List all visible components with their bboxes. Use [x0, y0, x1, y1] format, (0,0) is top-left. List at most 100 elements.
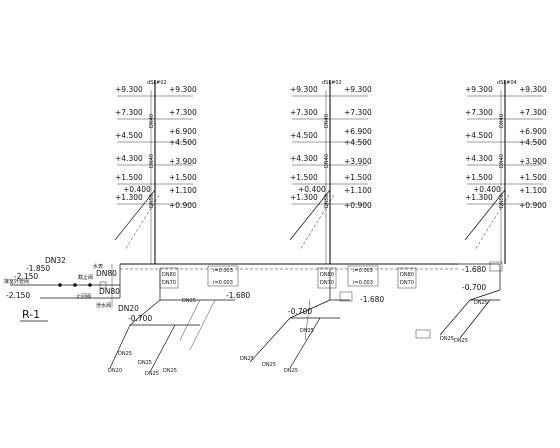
lower-elev: -1.680: [226, 291, 250, 300]
elevation-right: +7.300: [344, 108, 372, 117]
elevation-left: +1.500: [290, 173, 318, 182]
elevation-right: +3.900: [344, 157, 372, 166]
elevation-right: +4.500: [169, 138, 197, 147]
lower-size: DN25: [240, 356, 254, 362]
elevation-left: +7.300: [290, 108, 318, 117]
lower-size: DN25: [262, 362, 276, 368]
elevation-left: +1.300: [115, 193, 143, 202]
riser-diagonal: [289, 189, 331, 241]
lower-size: DN25: [300, 328, 314, 334]
lower-elev: -1.680: [360, 295, 384, 304]
elevation-left: +4.300: [465, 154, 493, 163]
riser: dSL#02+9.300+7.300+4.500+4.300+1.500+1.3…: [289, 80, 372, 264]
riser-top-tag: dSL#02: [322, 80, 342, 86]
elevation-left: +4.300: [290, 154, 318, 163]
elevation-right: +0.900: [169, 201, 197, 210]
elevation-right: +1.100: [519, 186, 547, 195]
lower-size: DN25: [138, 360, 152, 366]
elevation-left: +4.500: [115, 131, 143, 140]
lower-elev: -0.700: [128, 314, 152, 323]
entry-elev-top: -1.850: [26, 264, 50, 273]
lower-size: DN25: [182, 298, 196, 304]
pipe-size: DN40: [499, 114, 505, 128]
lower-elev: -0.700: [288, 307, 312, 316]
entry-note-check: 止回阀: [76, 293, 91, 300]
elevation-left: +9.300: [465, 85, 493, 94]
elevation-right: +1.500: [519, 173, 547, 182]
main-label: DN80: [162, 272, 176, 278]
riser-diagonal-return: [299, 194, 335, 251]
riser: dSL#04+9.300+7.300+4.500+4.300+1.500+1.3…: [464, 80, 547, 264]
pipe-size: DN40: [149, 154, 155, 168]
elevation-left: +4.500: [465, 131, 493, 140]
elevation-right: +9.300: [519, 85, 547, 94]
riser-diagonal: [114, 189, 156, 241]
riser-diagonal: [464, 189, 506, 241]
pipe-size: DN40: [499, 154, 505, 168]
pipe-size: DN50: [324, 194, 330, 208]
slope-label: i=0.003: [213, 268, 233, 274]
elevation-right: +4.500: [344, 138, 372, 147]
elevation-right: +0.900: [519, 201, 547, 210]
main-label: DN80: [400, 272, 414, 278]
elevation-left: +1.500: [465, 173, 493, 182]
elevation-right: +1.100: [169, 186, 197, 195]
riser-base-elevation: +0.400: [473, 185, 501, 194]
elevation-right: +0.900: [344, 201, 372, 210]
slope-labels: i=0.003 i=0.003 i=0.003 i=0.003: [207, 265, 379, 287]
elevation-left: +4.300: [115, 154, 143, 163]
pipe-size: DN50: [149, 194, 155, 208]
elevation-left: +1.300: [465, 193, 493, 202]
elevation-left: +7.300: [465, 108, 493, 117]
lower-size: DN25: [163, 368, 177, 374]
elevation-left: +9.300: [115, 85, 143, 94]
elevation-right: +9.300: [344, 85, 372, 94]
elevation-left: +1.300: [290, 193, 318, 202]
entry-size: DN32: [45, 256, 66, 265]
lower-size: DN25: [474, 300, 488, 306]
lower-size: DN25: [454, 338, 468, 344]
diagram-title: R-1: [22, 308, 40, 321]
entry-note-drain: 泄水阀: [96, 302, 111, 309]
lower-size: DN20: [108, 368, 122, 374]
elevation-right: +6.900: [344, 127, 372, 136]
entry-elev-low: -2.150: [6, 291, 30, 300]
entry-piping: 接室外管网 DN32 -1.850 -2.150 -2.150 DN80 DN8…: [4, 256, 139, 313]
elevation-right: +7.300: [519, 108, 547, 117]
lower-branches: -1.680 -0.700 DN25 DN25 DN25 DN20 DN25 D…: [108, 261, 503, 377]
pipe-size: DN50: [499, 194, 505, 208]
slope-label: i=0.003: [353, 280, 373, 286]
risers-group: dSL#02+9.300+7.300+4.500+4.300+1.500+1.3…: [114, 80, 547, 264]
slope-label: i=0.003: [213, 280, 233, 286]
riser-top-tag: dSL#04: [497, 80, 517, 86]
entry-size-c: DN80: [99, 287, 120, 296]
slope-label: i=0.003: [353, 268, 373, 274]
pipe-size: DN40: [324, 154, 330, 168]
elevation-left: +1.500: [115, 173, 143, 182]
riser-base-elevation: +0.400: [123, 185, 151, 194]
elevation-right: +6.900: [169, 127, 197, 136]
elevation-left: +9.300: [290, 85, 318, 94]
elevation-left: +7.300: [115, 108, 143, 117]
main-label: DN70: [400, 280, 414, 286]
main-label: DN70: [162, 280, 176, 286]
main-size-labels: DN80 DN70 DN80 DN70 DN80 DN70: [159, 267, 417, 289]
elevation-left: +4.500: [290, 131, 318, 140]
elevation-right: +1.500: [344, 173, 372, 182]
riser: dSL#02+9.300+7.300+4.500+4.300+1.500+1.3…: [114, 80, 197, 264]
elevation-right: +3.900: [519, 157, 547, 166]
pipe-size: DN40: [149, 114, 155, 128]
riser-base-elevation: +0.400: [298, 185, 326, 194]
entry-note-valve: 截止阀: [78, 274, 93, 281]
entry-elev-mid: -2.150: [14, 272, 38, 281]
main-label: DN80: [320, 272, 334, 278]
entry-size-b: DN80: [96, 269, 117, 278]
lower-size: DN25: [145, 371, 159, 377]
riser-diagonal-return: [474, 194, 510, 251]
elevation-right: +1.500: [169, 173, 197, 182]
elevation-right: +7.300: [169, 108, 197, 117]
elevation-right: +4.500: [519, 138, 547, 147]
elevation-right: +1.100: [344, 186, 372, 195]
